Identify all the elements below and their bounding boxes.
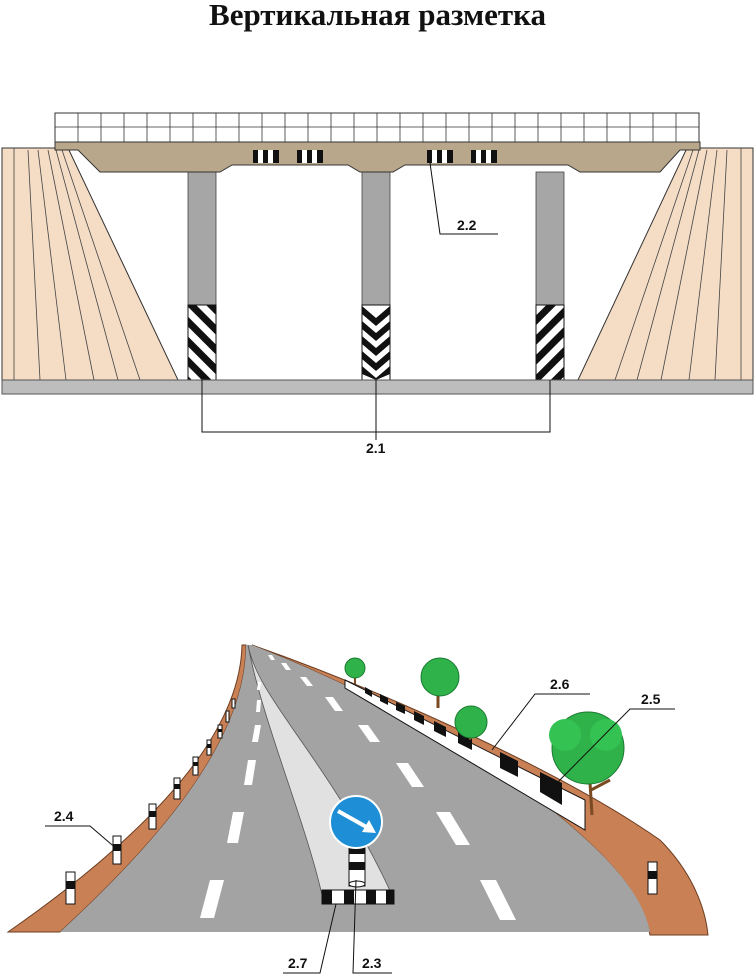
leader-2-5 — [549, 708, 675, 791]
label-2-6: 2.6 — [550, 676, 570, 692]
leader-2-4 — [45, 825, 119, 851]
left-embankment — [1, 147, 179, 381]
road-post-right — [647, 861, 658, 895]
bridge-railing — [54, 112, 700, 143]
tree-icon — [420, 657, 460, 708]
label-2-7: 2.7 — [288, 955, 308, 971]
leader-2-1 — [201, 380, 551, 440]
label-2-3: 2.3 — [362, 955, 382, 971]
island-curb — [321, 889, 395, 905]
leader-2-2 — [429, 162, 498, 235]
leader-2-6 — [491, 693, 590, 751]
tree-icon — [549, 711, 625, 816]
tree-icon — [454, 705, 488, 740]
keep-right-sign-icon — [329, 795, 383, 849]
lane-dashes — [200, 655, 516, 920]
bridge-illustration: 2.2 2.1 — [1, 112, 754, 456]
road-illustration: 2.4 2.6 2.5 2.7 2.3 — [6, 644, 709, 974]
label-2-1: 2.1 — [366, 440, 386, 456]
deck-stripe-markings — [253, 150, 497, 163]
road-under-bridge — [1, 379, 754, 395]
road-posts-left — [65, 698, 236, 905]
tree-icon — [344, 657, 366, 684]
page-title: Вертикальная разметка — [209, 0, 546, 32]
sign-post — [348, 837, 366, 888]
road-surface — [60, 645, 650, 932]
right-embankment — [577, 147, 754, 381]
barrier-fence — [344, 679, 586, 831]
pillar-left-marking — [187, 304, 217, 381]
label-2-5: 2.5 — [641, 691, 661, 707]
bridge-deck — [54, 141, 701, 173]
pillar-center-marking — [361, 304, 391, 381]
leader-2-3 — [352, 879, 392, 974]
label-2-4: 2.4 — [54, 808, 74, 824]
label-2-2: 2.2 — [457, 217, 477, 233]
pillar-right-marking — [535, 304, 565, 381]
leader-2-7 — [283, 903, 337, 974]
